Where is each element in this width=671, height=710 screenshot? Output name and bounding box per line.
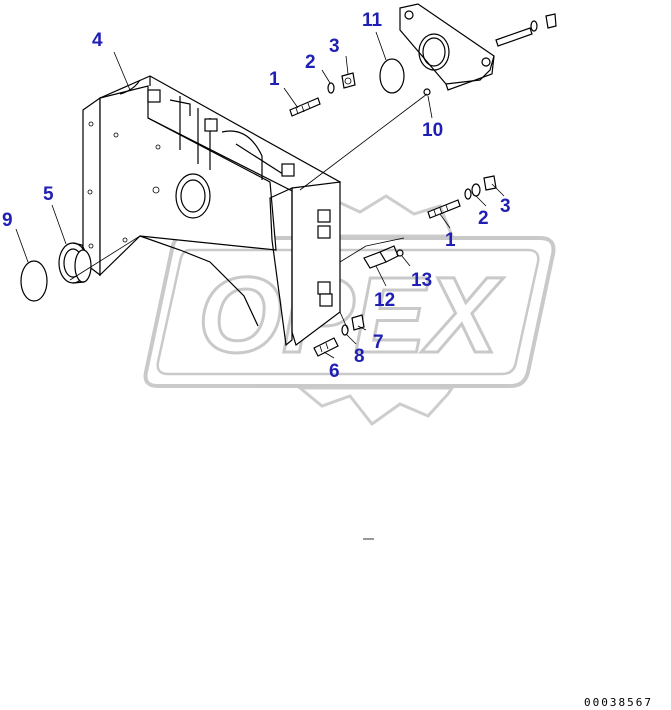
- o-ring-part-10: [423, 88, 431, 96]
- o-ring-part-9: [20, 260, 48, 302]
- callout-2-right: 2: [478, 208, 489, 229]
- callout-13: 13: [411, 270, 432, 291]
- cover-plate: [399, 3, 495, 91]
- o-ring-part-13: [396, 249, 404, 257]
- callout-9: 9: [2, 210, 13, 231]
- watermark-logo: OPEX: [143, 194, 556, 427]
- callout-5: 5: [43, 184, 54, 205]
- callout-12: 12: [374, 290, 395, 311]
- stud-washer-nut-top-right: [495, 13, 557, 47]
- watermark-text: OPEX: [198, 254, 504, 375]
- case-frame-part-4: [82, 75, 342, 347]
- callout-1-upper: 1: [269, 69, 280, 90]
- washer-part-8: [341, 324, 349, 336]
- callout-6: 6: [329, 361, 340, 382]
- gasket-part-11: [379, 58, 405, 94]
- callout-7: 7: [373, 332, 384, 353]
- callout-1-right: 1: [445, 230, 456, 251]
- callout-4: 4: [92, 30, 103, 51]
- fitting-part-12: [363, 245, 399, 269]
- leader-lines: [15, 31, 505, 359]
- callout-2-upper: 2: [305, 52, 316, 73]
- stud-washer-nut-upper: [289, 72, 356, 117]
- callout-10: 10: [422, 120, 443, 141]
- bolt-part-6: [313, 337, 339, 357]
- callout-3-right: 3: [500, 196, 511, 217]
- callout-labels: 1 2 3 4 5 9 11 10 3 2 1 13 12 7 8 6: [2, 10, 511, 382]
- nut-part-7: [351, 314, 365, 331]
- callout-3-upper: 3: [329, 36, 340, 57]
- callout-11: 11: [362, 10, 383, 31]
- document-number: 00038567: [584, 696, 653, 709]
- callout-8: 8: [354, 346, 365, 367]
